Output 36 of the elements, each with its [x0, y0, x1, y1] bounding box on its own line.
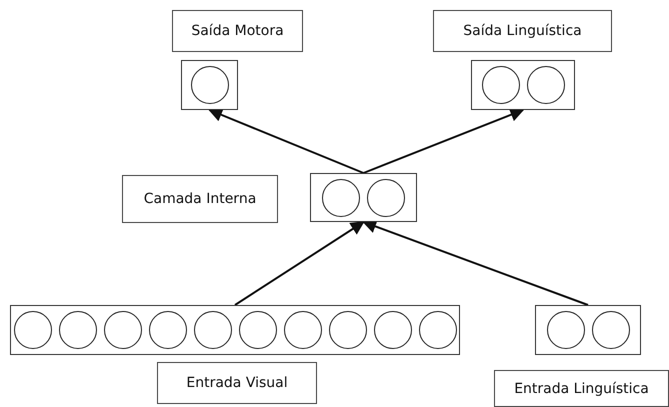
neuron-circle: [526, 66, 564, 104]
neuron-circle: [238, 311, 276, 349]
neuron-circle: [104, 311, 142, 349]
label-box: [433, 10, 612, 52]
neuron-circle: [58, 311, 96, 349]
arrow: [234, 221, 365, 306]
label-box: [172, 10, 303, 52]
neuron-circle: [418, 311, 456, 349]
label-text: Entrada Visual: [186, 375, 288, 391]
neuron-circle: [284, 311, 322, 349]
neuron-circle: [190, 66, 228, 104]
neuron-circle: [322, 178, 360, 216]
neuron-circle: [374, 311, 412, 349]
neuron-circle: [482, 66, 520, 104]
label-box: [494, 370, 669, 407]
label-box: [157, 362, 317, 404]
layer-box: [535, 305, 641, 355]
arrow: [362, 220, 588, 306]
layer-box: [471, 60, 575, 110]
layer-box: [181, 60, 238, 110]
neuron-circle: [367, 178, 405, 216]
layer-box: [10, 305, 460, 355]
label-text: Saída Linguística: [463, 23, 582, 39]
neuron-circle: [546, 311, 584, 349]
neuron-circle: [592, 311, 630, 349]
neuron-circle: [14, 311, 52, 349]
arrow: [208, 108, 364, 174]
neuron-circle: [328, 311, 366, 349]
arrow: [363, 108, 524, 174]
label-text: Entrada Linguística: [514, 380, 649, 396]
layer-box: [310, 173, 417, 222]
label-text: Camada Interna: [144, 191, 256, 207]
label-text: Saída Motora: [191, 23, 284, 39]
neuron-circle: [194, 311, 232, 349]
neuron-circle: [148, 311, 186, 349]
label-box: [122, 175, 278, 223]
